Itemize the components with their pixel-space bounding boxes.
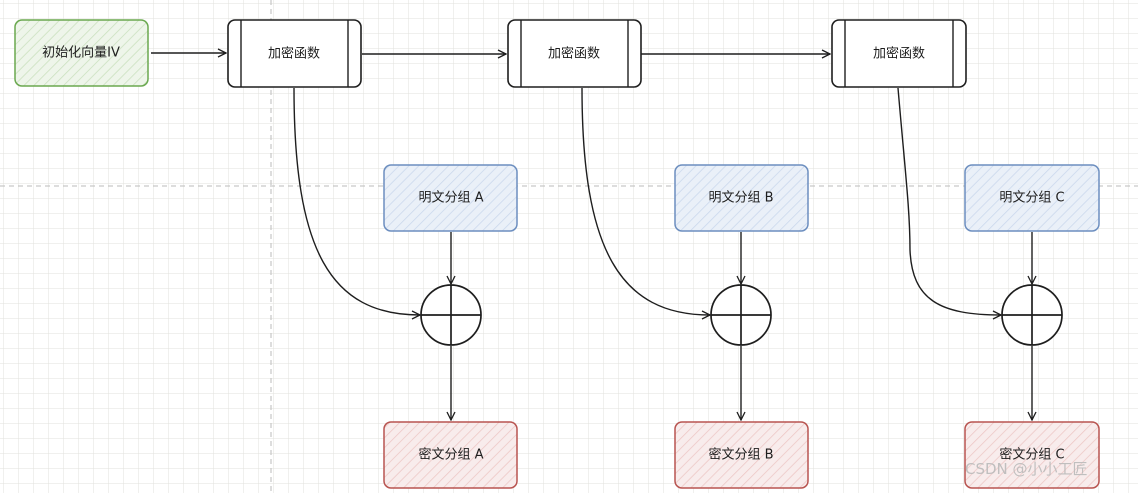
ciphertext-label: 密文分组 B — [708, 447, 773, 463]
encrypt-node-2[interactable]: 加密函数 — [507, 19, 642, 88]
ciphertext-label: 密文分组 A — [418, 447, 483, 463]
encrypt-node-1[interactable]: 加密函数 — [227, 19, 362, 88]
plaintext-label: 明文分组 A — [418, 191, 483, 206]
arrow-encrypt-2-to-xor-b[interactable] — [581, 87, 710, 315]
arrow-encrypt-1-to-xor-a[interactable] — [293, 87, 420, 315]
encrypt-label: 加密函数 — [268, 46, 320, 62]
plaintext-label: 明文分组 B — [708, 191, 773, 206]
encrypt-node-3[interactable]: 加密函数 — [831, 19, 967, 88]
ciphertext-node-a[interactable]: 密文分组 A — [383, 421, 518, 489]
xor-icon[interactable] — [1001, 284, 1063, 346]
plaintext-node-a[interactable]: 明文分组 A — [383, 164, 518, 232]
xor-icon[interactable] — [710, 284, 772, 346]
ciphertext-node-b[interactable]: 密文分组 B — [674, 421, 809, 489]
iv-node[interactable]: 初始化向量IV — [14, 19, 149, 87]
xor-icon[interactable] — [420, 284, 482, 346]
plaintext-label: 明文分组 C — [999, 191, 1064, 206]
encrypt-label: 加密函数 — [548, 46, 600, 62]
ciphertext-node-c[interactable]: 密文分组 C — [964, 421, 1100, 489]
iv-label: 初始化向量IV — [42, 45, 120, 61]
plaintext-node-c[interactable]: 明文分组 C — [964, 164, 1100, 232]
encrypt-label: 加密函数 — [873, 46, 925, 62]
ciphertext-label: 密文分组 C — [999, 447, 1064, 463]
watermark: CSDN @小小工匠 — [965, 460, 1088, 478]
arrow-encrypt-3-to-xor-c[interactable] — [897, 87, 1001, 315]
plaintext-node-b[interactable]: 明文分组 B — [674, 164, 809, 232]
